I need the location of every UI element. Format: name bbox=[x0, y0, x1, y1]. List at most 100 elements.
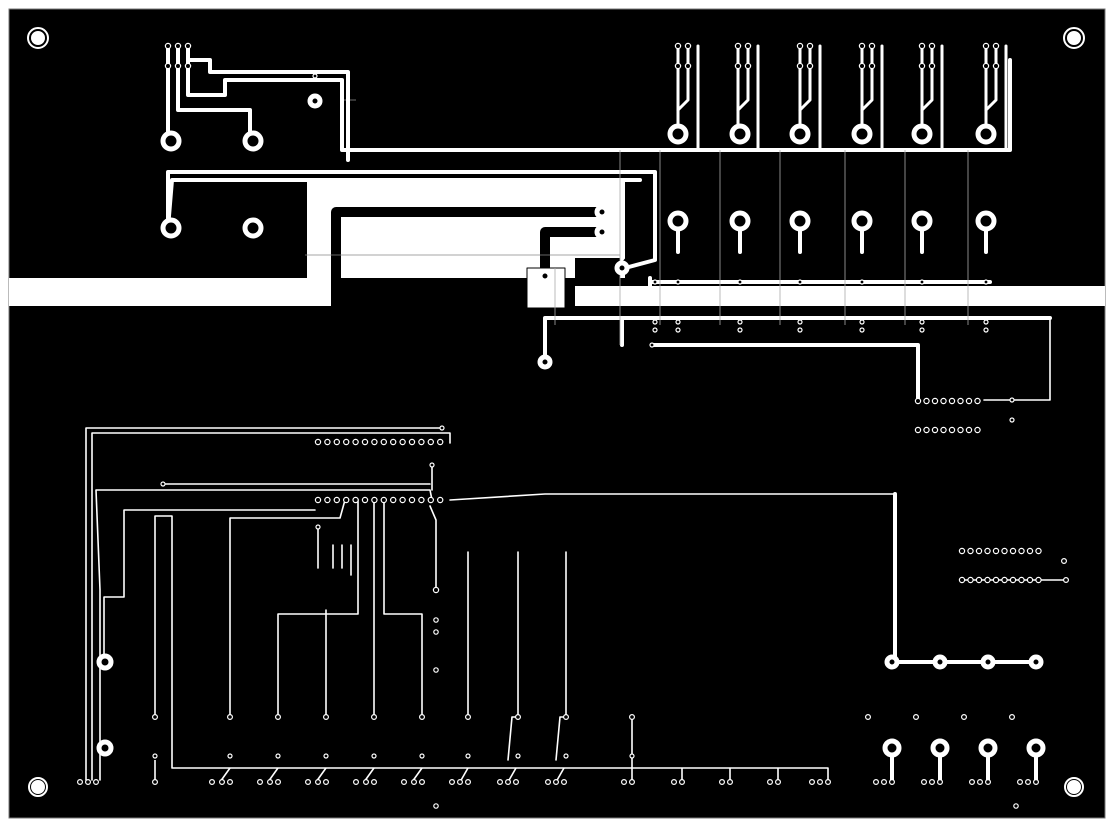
via-pad bbox=[1009, 417, 1015, 423]
via-pad bbox=[919, 279, 925, 285]
via-pad bbox=[670, 778, 677, 785]
via-pad bbox=[433, 803, 439, 809]
via-pad bbox=[806, 62, 814, 70]
via-pad bbox=[352, 496, 359, 504]
via-pad bbox=[433, 629, 439, 635]
via-pad bbox=[737, 319, 743, 325]
via-pad bbox=[419, 778, 426, 785]
via-pad bbox=[433, 617, 439, 623]
via-pad bbox=[975, 547, 983, 555]
via-pad bbox=[390, 496, 397, 504]
via-pad bbox=[940, 426, 947, 434]
via-pad bbox=[928, 42, 936, 50]
via-pad bbox=[914, 397, 922, 405]
via-pad bbox=[184, 62, 192, 70]
via-pad bbox=[880, 778, 887, 785]
via-pad bbox=[399, 496, 406, 504]
via-pad bbox=[465, 713, 472, 720]
via-pad bbox=[974, 397, 981, 405]
via-pad bbox=[457, 778, 464, 785]
via-pad bbox=[1026, 547, 1034, 555]
via-pad bbox=[1009, 547, 1017, 555]
via-pad bbox=[160, 481, 166, 487]
small-pads bbox=[76, 42, 1069, 809]
via-pad bbox=[1018, 547, 1025, 555]
via-pad bbox=[982, 42, 990, 50]
via-pad bbox=[323, 713, 330, 720]
via-pad bbox=[984, 547, 991, 555]
via-pad bbox=[859, 327, 865, 333]
via-pad bbox=[1032, 778, 1039, 785]
via-pad bbox=[380, 438, 387, 446]
via-pad bbox=[76, 778, 83, 785]
via-pad bbox=[958, 547, 966, 555]
via-pad bbox=[465, 778, 472, 785]
large-pads bbox=[96, 93, 1046, 758]
via-pad bbox=[737, 327, 743, 333]
via-pad bbox=[353, 778, 360, 785]
via-pad bbox=[872, 778, 879, 785]
via-pad bbox=[858, 42, 866, 50]
via-pad bbox=[92, 778, 99, 785]
via-pad bbox=[675, 319, 681, 325]
via-pad bbox=[343, 496, 350, 504]
via-pad bbox=[919, 327, 925, 333]
via-pad bbox=[1024, 778, 1031, 785]
via-pad bbox=[408, 438, 416, 446]
via-pad bbox=[968, 778, 975, 785]
via-pad bbox=[928, 62, 936, 70]
via-pad bbox=[940, 397, 947, 405]
via-pad bbox=[184, 42, 192, 50]
via-pad bbox=[984, 778, 991, 785]
via-pad bbox=[957, 426, 964, 434]
via-pad bbox=[868, 62, 876, 70]
via-pad bbox=[1018, 576, 1025, 584]
via-pad bbox=[324, 438, 331, 446]
via-pad bbox=[864, 713, 871, 720]
via-pad bbox=[976, 778, 983, 785]
via-pad bbox=[806, 42, 814, 50]
mounting-holes bbox=[27, 27, 1085, 797]
via-pad bbox=[1001, 576, 1008, 584]
via-pad bbox=[992, 547, 1000, 555]
via-pad bbox=[497, 778, 504, 785]
via-pad bbox=[675, 279, 681, 285]
via-pad bbox=[315, 778, 322, 785]
via-pad bbox=[868, 42, 876, 50]
via-pad bbox=[923, 426, 930, 434]
via-pad bbox=[418, 496, 425, 504]
via-pad bbox=[936, 778, 943, 785]
via-pad bbox=[965, 397, 973, 405]
via-pad bbox=[931, 426, 939, 434]
via-pad bbox=[227, 778, 234, 785]
via-pad bbox=[914, 426, 922, 434]
via-pad bbox=[796, 42, 804, 50]
via-pad bbox=[1009, 397, 1015, 403]
via-pad bbox=[1001, 547, 1008, 555]
via-pad bbox=[912, 713, 919, 720]
via-pad bbox=[408, 496, 416, 504]
via-pad bbox=[449, 778, 456, 785]
via-pad bbox=[620, 778, 627, 785]
via-pad bbox=[797, 327, 803, 333]
via-pad bbox=[419, 753, 425, 759]
via-pad bbox=[918, 62, 926, 70]
via-pad bbox=[726, 778, 733, 785]
via-pad bbox=[512, 778, 519, 785]
via-pad bbox=[315, 524, 321, 530]
via-pad bbox=[967, 547, 974, 555]
via-pad bbox=[361, 496, 369, 504]
via-pad bbox=[275, 778, 282, 785]
via-pad bbox=[1008, 713, 1015, 720]
via-pad bbox=[958, 576, 966, 584]
via-pad bbox=[323, 778, 330, 785]
via-pad bbox=[257, 778, 264, 785]
via-pad bbox=[380, 496, 387, 504]
via-pad bbox=[371, 753, 377, 759]
via-pad bbox=[505, 778, 512, 785]
via-pad bbox=[858, 62, 866, 70]
via-pad bbox=[562, 713, 569, 720]
via-pad bbox=[674, 62, 682, 70]
via-pad bbox=[427, 438, 434, 446]
via-pad bbox=[552, 778, 559, 785]
